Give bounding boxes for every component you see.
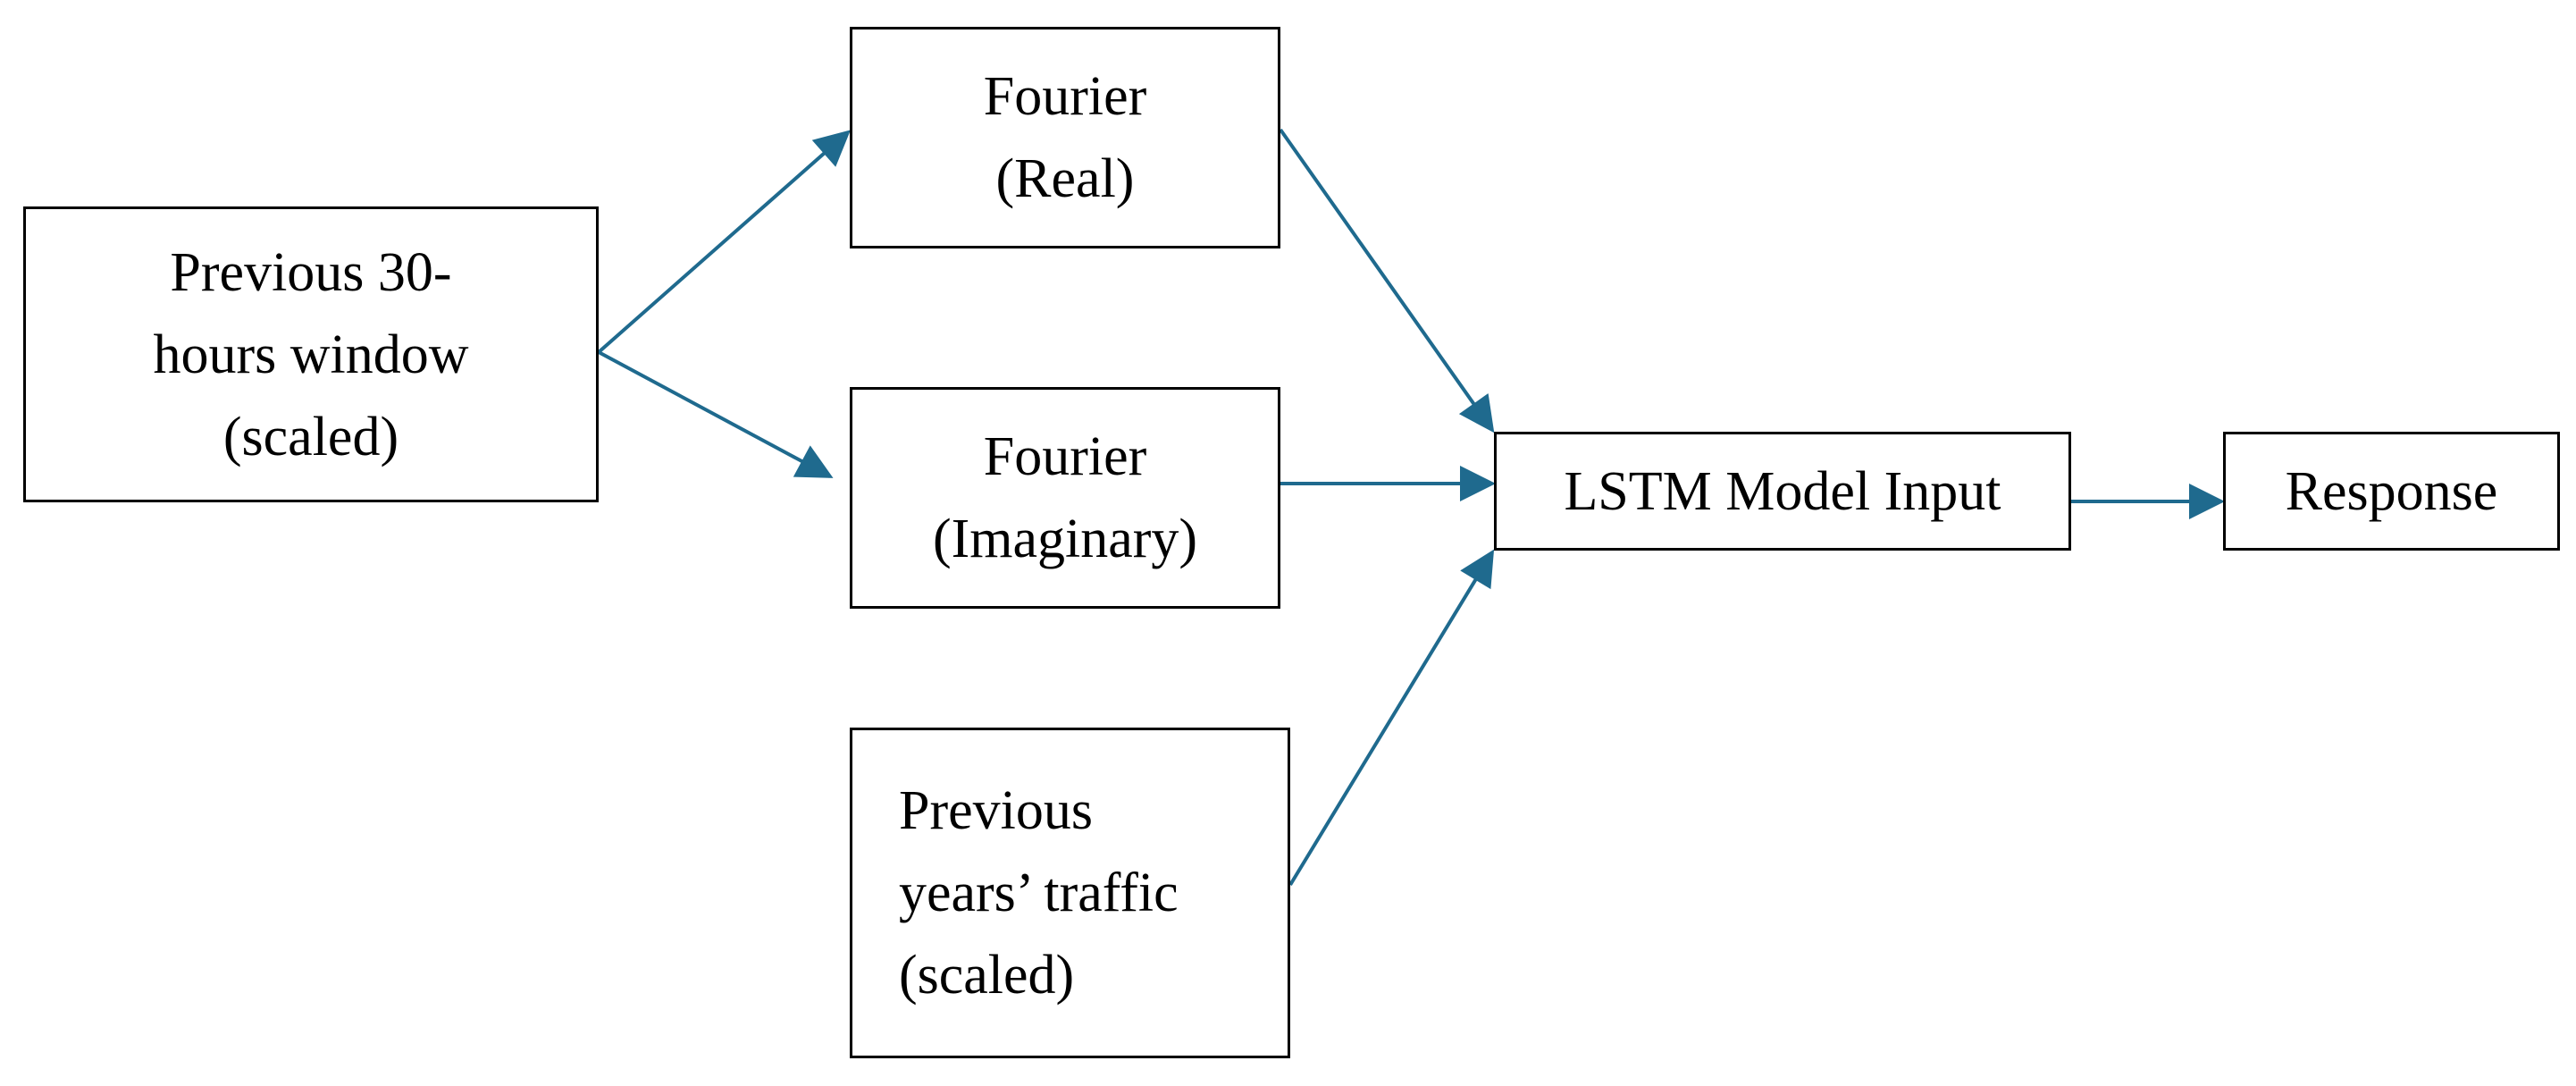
node-years-line-3: (scaled) bbox=[899, 945, 1075, 1006]
node-lstm-model-input: LSTM Model Input bbox=[1494, 432, 2071, 551]
node-prev30-line-1: Previous 30- bbox=[170, 241, 452, 303]
node-real-line-2: (Real) bbox=[995, 148, 1135, 209]
arrow-real-to-lstm bbox=[1279, 128, 1495, 434]
node-previous-30-hours-window: Previous 30- hours window (scaled) bbox=[23, 206, 599, 502]
node-response: Response bbox=[2223, 432, 2560, 551]
node-years-line-1: Previous bbox=[899, 780, 1093, 841]
arrow-years-to-lstm bbox=[1288, 549, 1495, 887]
arrow-prev30-to-real bbox=[597, 130, 852, 354]
node-imag-line-1: Fourier bbox=[983, 426, 1147, 487]
node-real-line-1: Fourier bbox=[983, 66, 1147, 127]
arrow-prev30-to-imag bbox=[598, 350, 834, 478]
node-imag-line-2: (Imaginary) bbox=[932, 509, 1198, 569]
node-resp-line-1: Response bbox=[2285, 460, 2498, 522]
node-years-line-2: years’ traffic bbox=[899, 863, 1179, 923]
node-prev30-line-3: (scaled) bbox=[222, 406, 399, 467]
node-previous-years-traffic: Previous years’ traffic (scaled) bbox=[850, 728, 1290, 1058]
node-fourier-imaginary: Fourier (Imaginary) bbox=[850, 387, 1280, 609]
node-prev30-line-2: hours window bbox=[153, 324, 469, 385]
node-lstm-line-1: LSTM Model Input bbox=[1564, 460, 2001, 522]
node-fourier-real: Fourier (Real) bbox=[850, 27, 1280, 248]
